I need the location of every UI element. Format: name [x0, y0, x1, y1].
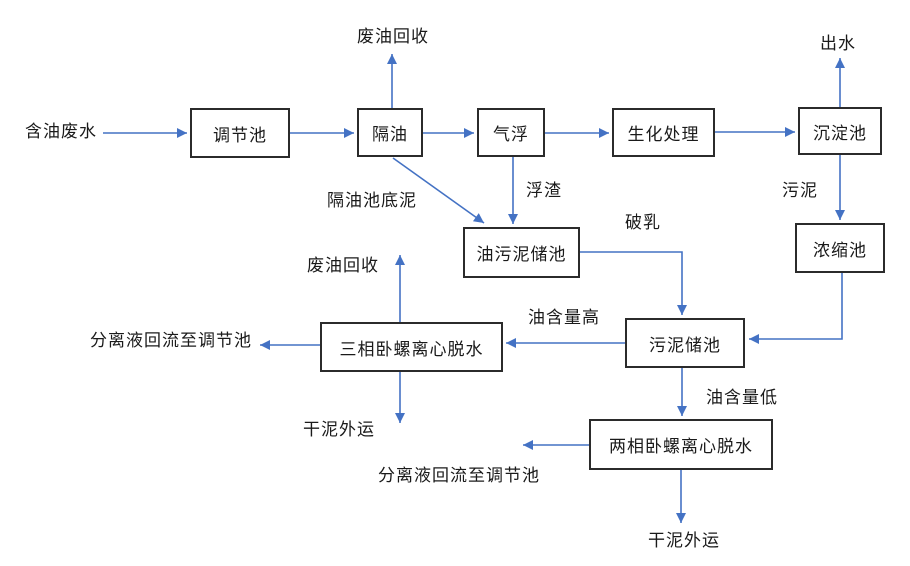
label-dry-sludge-bottom: 干泥外运	[648, 531, 720, 550]
node-regulating-tank: 调节池	[190, 108, 290, 158]
node-label: 两相卧螺离心脱水	[609, 437, 753, 456]
label-waste-oil-recovery-top: 废油回收	[357, 27, 429, 46]
node-label: 气浮	[493, 125, 529, 144]
node-label: 三相卧螺离心脱水	[339, 339, 484, 359]
node-label: 油污泥储池	[476, 245, 567, 264]
label-sludge: 污泥	[782, 181, 818, 200]
node-label: 调节池	[213, 125, 267, 145]
label-scum: 浮渣	[526, 181, 562, 200]
node-oil-separator: 隔油	[357, 108, 423, 157]
node-sedimentation-tank: 沉淀池	[798, 107, 882, 155]
node-sludge-tank: 污泥储池	[625, 318, 745, 368]
label-dry-sludge-left: 干泥外运	[303, 420, 375, 439]
edge-oily-sludge-to-sludge-tank	[580, 251, 687, 315]
node-three-phase-decanter: 三相卧螺离心脱水	[320, 322, 503, 372]
node-label: 生化处理	[627, 125, 700, 144]
node-label: 沉淀池	[813, 123, 867, 143]
label-waste-oil-recovery-mid: 废油回收	[307, 256, 379, 275]
label-separated-liquid-return-bottom: 分离液回流至调节池	[378, 466, 540, 485]
node-air-flotation: 气浮	[477, 108, 545, 157]
edge-thickener-to-sludge-tank	[749, 273, 843, 344]
node-biochemical-treatment: 生化处理	[612, 108, 715, 157]
label-low-oil-content: 油含量低	[706, 388, 778, 407]
label-oily-wastewater: 含油废水	[25, 122, 97, 141]
node-label: 污泥储池	[649, 335, 721, 355]
label-effluent: 出水	[820, 34, 856, 53]
label-demulsification: 破乳	[625, 213, 661, 232]
node-label: 浓缩池	[813, 240, 867, 260]
label-high-oil-content: 油含量高	[528, 308, 600, 327]
label-separated-liquid-return-left: 分离液回流至调节池	[90, 331, 252, 350]
node-thickener: 浓缩池	[795, 223, 885, 273]
node-label: 隔油	[372, 125, 408, 144]
node-oily-sludge-tank: 油污泥储池	[463, 227, 580, 278]
edge-separator-to-oily-sludge-tank	[392, 157, 485, 224]
node-two-phase-decanter: 两相卧螺离心脱水	[589, 419, 773, 470]
label-separator-bottom-sludge: 隔油池底泥	[327, 191, 417, 210]
